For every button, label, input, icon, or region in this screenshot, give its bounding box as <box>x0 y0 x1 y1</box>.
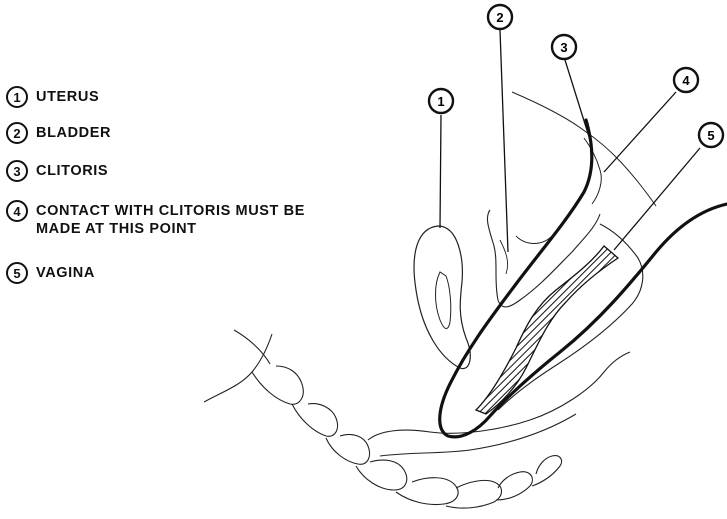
callout-leaders <box>440 30 700 252</box>
vaginal-wall <box>498 224 643 410</box>
callout-marker-4: 4 <box>674 68 698 92</box>
uterus-cavity <box>436 272 451 329</box>
svg-text:4: 4 <box>682 73 690 88</box>
callout-marker-1: 1 <box>429 89 453 113</box>
callout-marker-3: 3 <box>552 35 576 59</box>
svg-text:3: 3 <box>560 40 567 55</box>
vagina-canal <box>476 246 618 414</box>
svg-text:1: 1 <box>437 94 444 109</box>
bladder-outline <box>487 210 600 307</box>
svg-text:5: 5 <box>707 128 714 143</box>
spine-segments <box>204 330 562 508</box>
svg-text:2: 2 <box>496 10 503 25</box>
callout-marker-2: 2 <box>488 5 512 29</box>
callout-marker-5: 5 <box>699 123 723 147</box>
uterus-outline <box>414 226 470 369</box>
